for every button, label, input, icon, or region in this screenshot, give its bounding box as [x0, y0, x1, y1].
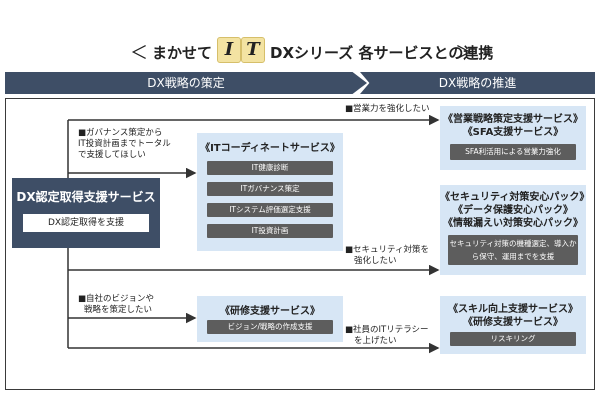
skill-improvement-box: 《スキル向上支援サービス》 《研修支援サービス》 リスキリング	[440, 296, 586, 354]
title-close-bracket: ＞	[455, 43, 473, 64]
security-pack-title-1: 《セキュリティ対策安心パック》	[440, 192, 590, 203]
label-literacy-line-1: ■社員のITリテラシー	[345, 325, 429, 335]
label-security-line-1: ■セキュリティ対策を	[345, 245, 430, 255]
it-coordinate-item-2: ITガバナンス策定	[207, 182, 333, 196]
page-title: ＜ まかせて I T DXシリーズ 各サービスとの連携 ＞	[0, 35, 600, 69]
diagram-frame	[5, 98, 595, 390]
sales-strategy-title-2: 《SFA支援サービス》	[462, 127, 564, 138]
label-vision-line-2: 戦略を策定したい	[84, 305, 153, 315]
label-governance-line-2: IT投資計画までトータル	[78, 139, 171, 149]
security-pack-item-line-1: セキュリティ対策の機種選定、導入か	[449, 239, 577, 248]
it-coordinate-box: 《ITコーディネートサービス》 IT健康診断 ITガバナンス策定 ITシステム評…	[197, 133, 343, 251]
label-governance-line-1: ■ガバナンス策定から	[78, 128, 163, 138]
sales-strategy-item: SFA利活用による営業力強化	[450, 144, 576, 160]
title-it-tile-t: T	[241, 37, 265, 63]
security-pack-box: 《セキュリティ対策安心パック》 《データ保護安心パック》 《情報漏えい対策安心パ…	[440, 185, 590, 275]
title-open-bracket: ＜	[130, 43, 148, 64]
skill-improvement-title-2: 《研修支援サービス》	[463, 317, 563, 328]
it-coordinate-title: 《ITコーディネートサービス》	[200, 143, 340, 154]
title-it-tile-i: I	[217, 37, 241, 63]
skill-improvement-item: リスキリング	[450, 332, 576, 346]
sales-strategy-box: 《営業戦略策定支援サービス》 《SFA支援サービス》 SFA利活用による営業力強…	[440, 106, 586, 170]
security-pack-title-2: 《データ保護安心パック》	[453, 205, 573, 216]
label-literacy-line-2: を上げたい	[354, 336, 397, 346]
dx-certification-title: DX認定取得支援サービス	[16, 190, 156, 204]
title-prefix: まかせて	[152, 44, 213, 62]
it-coordinate-item-4: IT投資計画	[207, 224, 333, 238]
label-security-line-2: 強化したい	[354, 256, 397, 266]
dx-certification-item: DX認定取得を支援	[23, 214, 149, 232]
dx-certification-box: DX認定取得支援サービス DX認定取得を支援	[12, 178, 160, 248]
training-support-item: ビジョン/戦略の作成支援	[207, 320, 333, 334]
title-suffix: DXシリーズ 各サービスとの連携	[270, 44, 494, 62]
label-vision-line-1: ■自社のビジョンや	[78, 294, 155, 304]
label-sales: ■営業力を強化したい	[345, 104, 430, 114]
security-pack-item-line-2: ら保守、運用までを支援	[471, 252, 555, 261]
sales-strategy-title-1: 《営業戦略策定支援サービス》	[443, 114, 583, 125]
label-governance-line-3: で支援してほしい	[78, 150, 146, 160]
security-pack-item: セキュリティ対策の機種選定、導入か ら保守、運用までを支援	[448, 235, 578, 265]
training-support-box: 《研修支援サービス》 ビジョン/戦略の作成支援	[197, 296, 343, 342]
skill-improvement-title-1: 《スキル向上支援サービス》	[448, 304, 578, 315]
security-pack-title-3: 《情報漏えい対策安心パック》	[443, 218, 583, 229]
it-coordinate-item-3: ITシステム評価選定支援	[207, 203, 333, 217]
it-coordinate-item-1: IT健康診断	[207, 161, 333, 175]
training-support-title: 《研修支援サービス》	[220, 306, 320, 317]
phase-strategy-promotion: DX戦略の推進	[360, 72, 595, 94]
phase-strategy-formulation: DX戦略の策定	[5, 72, 367, 94]
